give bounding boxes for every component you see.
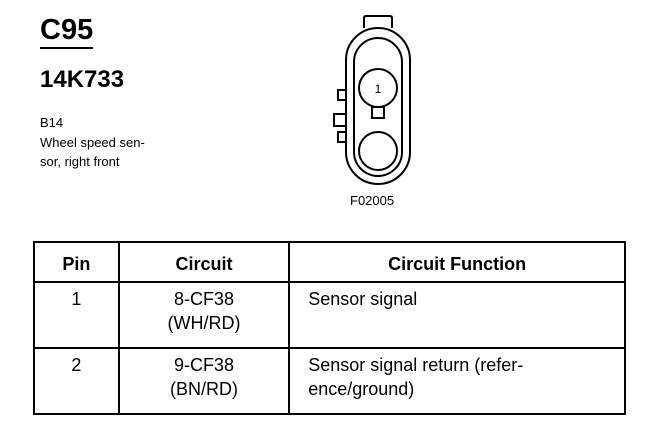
pin-table: Pin Circuit Circuit Function 1 8-CF38 (W…	[33, 241, 626, 415]
circuit-number: 9-CF38	[173, 355, 234, 375]
function-text: Sensor signal	[308, 289, 418, 309]
side-rib	[333, 113, 346, 127]
circuit-cell: 8-CF38 (WH/RD)	[117, 281, 291, 349]
location-code: B14	[40, 115, 64, 130]
table-row: 2 9-CF38 (BN/RD) Sensor signal return (r…	[33, 347, 626, 415]
description-line: sor, right front	[40, 154, 120, 169]
component-description: Wheel speed sen- sor, right front	[40, 133, 145, 171]
connector-face-diagram: 1	[333, 15, 411, 185]
column-header-function: Circuit Function	[288, 241, 626, 283]
pin-cell: 1	[33, 281, 120, 349]
circuit-number: 8-CF38	[173, 289, 234, 309]
latch-tab	[363, 15, 393, 28]
function-text: Sensor signal return (refer-	[308, 355, 524, 375]
table-header-row: Pin Circuit Circuit Function	[33, 241, 626, 283]
wire-color: (WH/RD)	[167, 313, 241, 333]
side-rib	[337, 131, 346, 143]
pin-1-key	[371, 106, 385, 119]
figure-code: F02005	[350, 193, 395, 208]
connector-inner-shell	[353, 37, 403, 177]
function-text: ence/ground)	[308, 379, 415, 399]
wire-color: (BN/RD)	[169, 379, 238, 399]
connector-id: C95	[40, 14, 94, 49]
pin-2-cavity	[358, 131, 398, 171]
column-header-circuit: Circuit	[117, 241, 291, 283]
function-cell: Sensor signal	[288, 281, 626, 349]
column-header-pin: Pin	[33, 241, 120, 283]
side-rib	[337, 89, 346, 101]
circuit-cell: 9-CF38 (BN/RD)	[117, 347, 291, 415]
connector-outer-shell	[345, 27, 411, 185]
pin-1-label: 1	[375, 82, 382, 96]
part-number: 14K733	[40, 66, 125, 93]
pin-cell: 2	[33, 347, 120, 415]
table-row: 1 8-CF38 (WH/RD) Sensor signal	[33, 281, 626, 349]
function-cell: Sensor signal return (refer- ence/ground…	[288, 347, 626, 415]
description-line: Wheel speed sen-	[40, 135, 145, 150]
